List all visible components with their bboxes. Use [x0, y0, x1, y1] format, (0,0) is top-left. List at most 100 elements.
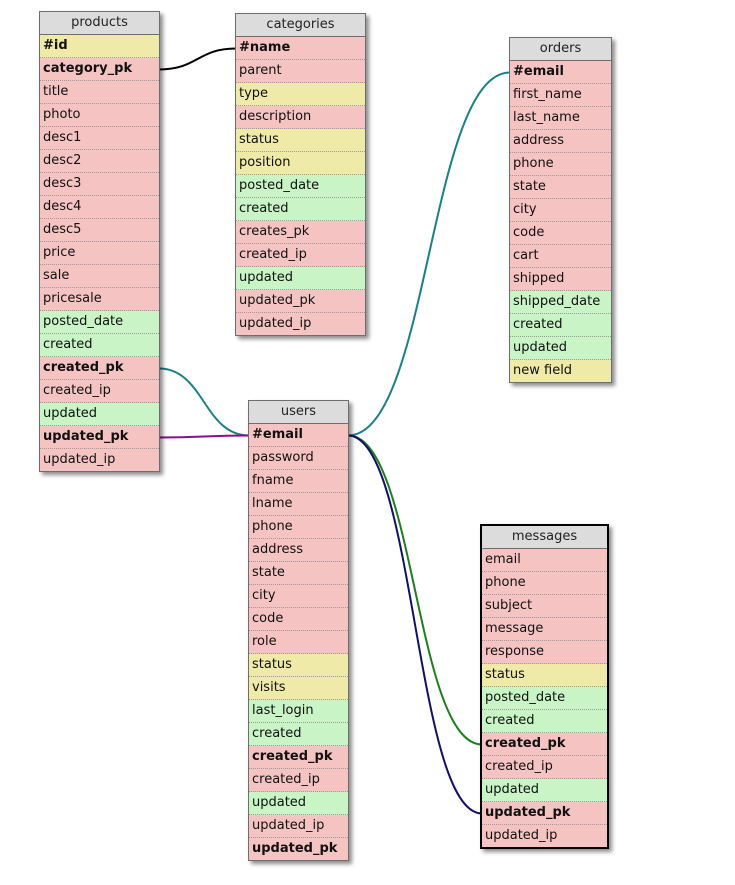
- field-row[interactable]: position: [236, 152, 365, 175]
- field-row[interactable]: description: [236, 106, 365, 129]
- field-row[interactable]: updated_pk: [482, 802, 607, 825]
- field-row[interactable]: #email: [510, 61, 611, 84]
- field-row[interactable]: updated: [249, 792, 348, 815]
- field-row[interactable]: role: [249, 631, 348, 654]
- field-row[interactable]: category_pk: [40, 58, 159, 81]
- field-row[interactable]: desc1: [40, 127, 159, 150]
- field-row[interactable]: response: [482, 641, 607, 664]
- table-title[interactable]: categories: [236, 14, 365, 37]
- field-row[interactable]: created: [236, 198, 365, 221]
- field-row[interactable]: state: [510, 176, 611, 199]
- field-row[interactable]: desc5: [40, 219, 159, 242]
- relation-line[interactable]: [158, 367, 250, 437]
- field-row[interactable]: #email: [249, 424, 348, 447]
- field-row[interactable]: created_ip: [482, 756, 607, 779]
- field-row[interactable]: posted_date: [40, 311, 159, 334]
- field-row[interactable]: status: [236, 129, 365, 152]
- table-title[interactable]: orders: [510, 38, 611, 61]
- field-row[interactable]: phone: [482, 572, 607, 595]
- field-row[interactable]: created_pk: [249, 746, 348, 769]
- field-row[interactable]: shipped_date: [510, 291, 611, 314]
- field-row[interactable]: last_name: [510, 107, 611, 130]
- field-row[interactable]: price: [40, 242, 159, 265]
- field-row[interactable]: #name: [236, 37, 365, 60]
- field-row[interactable]: updated_pk: [236, 290, 365, 313]
- field-row[interactable]: posted_date: [482, 687, 607, 710]
- field-row[interactable]: updated_pk: [40, 426, 159, 449]
- field-row[interactable]: updated_ip: [482, 825, 607, 847]
- field-row[interactable]: updated_ip: [249, 815, 348, 838]
- field-row[interactable]: last_login: [249, 700, 348, 723]
- field-row[interactable]: title: [40, 81, 159, 104]
- field-row[interactable]: code: [510, 222, 611, 245]
- field-row[interactable]: created: [40, 334, 159, 357]
- relation-line[interactable]: [347, 434, 483, 746]
- field-row[interactable]: state: [249, 562, 348, 585]
- field-row[interactable]: created_ip: [249, 769, 348, 792]
- field-row[interactable]: visits: [249, 677, 348, 700]
- relation-line[interactable]: [347, 71, 511, 437]
- table-title[interactable]: users: [249, 401, 348, 424]
- field-row[interactable]: address: [510, 130, 611, 153]
- field-row[interactable]: created_pk: [482, 733, 607, 756]
- relation-line[interactable]: [158, 47, 237, 71]
- field-row[interactable]: updated: [40, 403, 159, 426]
- field-row[interactable]: posted_date: [236, 175, 365, 198]
- field-row[interactable]: updated_ip: [236, 313, 365, 335]
- field-row[interactable]: #id: [40, 35, 159, 58]
- field-row[interactable]: created_ip: [236, 244, 365, 267]
- field-row[interactable]: updated: [482, 779, 607, 802]
- field-row[interactable]: new field: [510, 360, 611, 382]
- field-row[interactable]: updated: [510, 337, 611, 360]
- field-row[interactable]: parent: [236, 60, 365, 83]
- relation-line[interactable]: [158, 434, 250, 439]
- relation-line[interactable]: [347, 434, 483, 815]
- field-row[interactable]: photo: [40, 104, 159, 127]
- table-title[interactable]: products: [40, 12, 159, 35]
- field-row[interactable]: creates_pk: [236, 221, 365, 244]
- field-row[interactable]: password: [249, 447, 348, 470]
- field-row[interactable]: pricesale: [40, 288, 159, 311]
- field-row[interactable]: updated: [236, 267, 365, 290]
- table-title[interactable]: messages: [482, 526, 607, 549]
- field-row[interactable]: phone: [510, 153, 611, 176]
- field-row[interactable]: shipped: [510, 268, 611, 291]
- field-row[interactable]: created_ip: [40, 380, 159, 403]
- field-row[interactable]: created: [482, 710, 607, 733]
- field-row[interactable]: lname: [249, 493, 348, 516]
- field-row[interactable]: updated_pk: [249, 838, 348, 860]
- field-row[interactable]: desc2: [40, 150, 159, 173]
- field-row[interactable]: type: [236, 83, 365, 106]
- field-row[interactable]: created: [510, 314, 611, 337]
- field-row[interactable]: email: [482, 549, 607, 572]
- field-row[interactable]: city: [249, 585, 348, 608]
- field-row[interactable]: message: [482, 618, 607, 641]
- field-row[interactable]: first_name: [510, 84, 611, 107]
- field-row[interactable]: cart: [510, 245, 611, 268]
- field-row[interactable]: city: [510, 199, 611, 222]
- field-row[interactable]: created_pk: [40, 357, 159, 380]
- field-row[interactable]: sale: [40, 265, 159, 288]
- field-row[interactable]: code: [249, 608, 348, 631]
- field-row[interactable]: desc3: [40, 173, 159, 196]
- field-row[interactable]: created: [249, 723, 348, 746]
- field-row[interactable]: fname: [249, 470, 348, 493]
- field-row[interactable]: status: [482, 664, 607, 687]
- field-row[interactable]: phone: [249, 516, 348, 539]
- field-row[interactable]: status: [249, 654, 348, 677]
- field-row[interactable]: address: [249, 539, 348, 562]
- field-row[interactable]: subject: [482, 595, 607, 618]
- field-row[interactable]: updated_ip: [40, 449, 159, 471]
- field-row[interactable]: desc4: [40, 196, 159, 219]
